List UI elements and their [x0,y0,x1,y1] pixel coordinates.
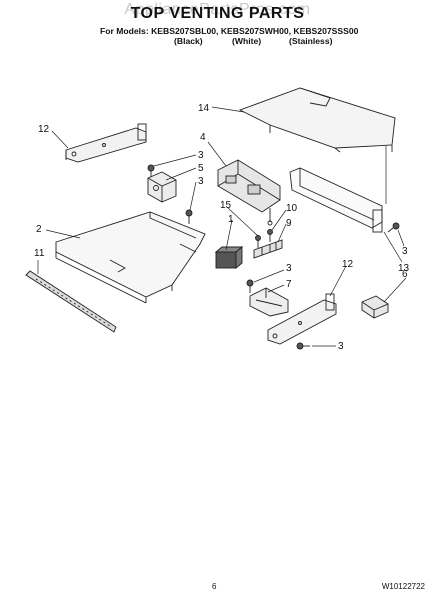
part-6-clip [361,295,389,319]
callout-3-e: 3 [338,341,344,352]
callout-12-lower: 12 [342,259,354,270]
part-12-lower-bracket [267,293,337,345]
part-5-vent-block [147,171,177,203]
callout-1: 1 [228,214,234,225]
screw-part-3-e [296,342,310,350]
part-12-upper-bracket [65,123,147,163]
callout-3-a: 3 [198,150,204,161]
screw-part-3-c [387,222,400,233]
watermark-text: AppliancePartsPros.com [124,1,311,18]
callout-labels: 14 12 4 3 5 3 2 15 1 10 9 11 3 7 12 3 13… [34,103,410,352]
screw-part-3-d [246,279,254,293]
callout-12-upper: 12 [38,124,50,135]
part-15-screw [255,235,261,248]
variant-black: (Black) [174,36,203,46]
leader-lines [37,106,407,347]
part-14-top-plate [238,87,396,153]
callout-11: 11 [34,248,45,259]
part-13-rail-bracket [289,167,383,233]
callout-15: 15 [220,200,232,211]
part-1-module [214,246,244,269]
part-2-vent-cover [55,211,206,304]
callout-4: 4 [200,132,206,143]
document-number: W10122722 [381,582,425,591]
callout-6: 6 [402,269,408,280]
callout-3-b: 3 [198,176,204,187]
callout-9: 9 [286,218,292,229]
callout-3-d: 3 [286,263,292,274]
part-10-screw [267,229,273,242]
models-line: For Models: KEBS207SBL00, KEBS207SWH00, … [100,26,359,36]
callout-13: 13 [398,263,410,274]
page-title: TOP VENTING PARTS [130,5,305,22]
callout-7: 7 [286,279,292,290]
screw-part-3-b [185,209,193,224]
part-7-harness-bracket [249,287,289,317]
variant-stainless: (Stainless) [289,36,333,46]
callout-2: 2 [36,224,42,235]
callout-10: 10 [286,203,298,214]
part-11-trim-strip [25,270,117,333]
variant-white: (White) [232,36,262,46]
callout-3-c: 3 [402,246,408,257]
screw-part-3-a [147,164,155,177]
page-number: 6 [212,582,217,591]
callout-14: 14 [198,103,210,114]
part-4-vent-motor [217,159,281,226]
callout-5: 5 [198,163,204,174]
part-9-terminal-block [253,239,283,259]
